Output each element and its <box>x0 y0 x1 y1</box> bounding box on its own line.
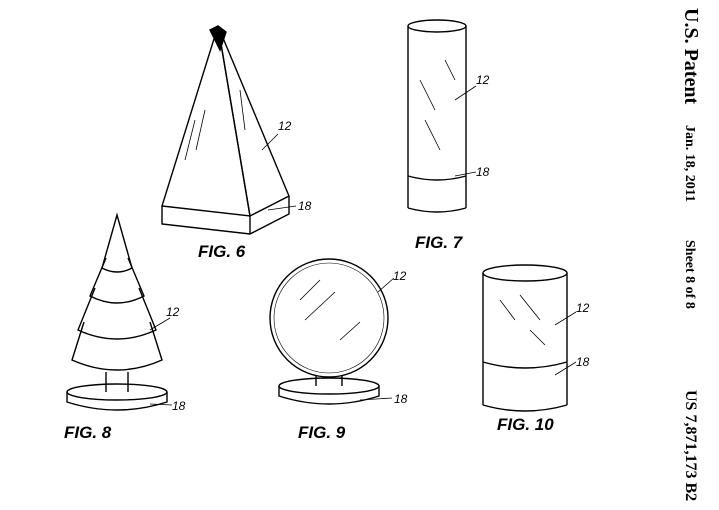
fig9-ref-12: 12 <box>393 269 407 283</box>
fig10-caption: FIG. 10 <box>497 415 554 434</box>
fig6-ref-12: 12 <box>278 119 292 133</box>
fig7-ref-18: 18 <box>476 165 490 179</box>
fig7-caption: FIG. 7 <box>415 233 464 252</box>
fig10-cylinder: 12 18 FIG. 10 <box>482 264 590 434</box>
fig7-ref-12: 12 <box>476 73 490 87</box>
fig8-ref-12: 12 <box>166 305 180 319</box>
fig6-caption: FIG. 6 <box>198 242 246 261</box>
fig9-ref-18: 18 <box>394 392 408 406</box>
fig6-ref-18: 18 <box>298 199 312 213</box>
fig8-ref-18: 18 <box>172 399 186 413</box>
fig8-tree: 12 18 FIG. 8 <box>64 212 186 442</box>
fig10-ref-18: 18 <box>576 355 590 369</box>
fig10-ref-12: 12 <box>576 301 590 315</box>
fig9-sphere: 12 18 FIG. 9 <box>269 258 408 442</box>
fig6-pyramid: 12 18 FIG. 6 <box>161 25 312 261</box>
fig7-cylinder: 12 18 FIG. 7 <box>407 19 490 252</box>
fig8-caption: FIG. 8 <box>64 423 112 442</box>
fig9-caption: FIG. 9 <box>298 423 346 442</box>
